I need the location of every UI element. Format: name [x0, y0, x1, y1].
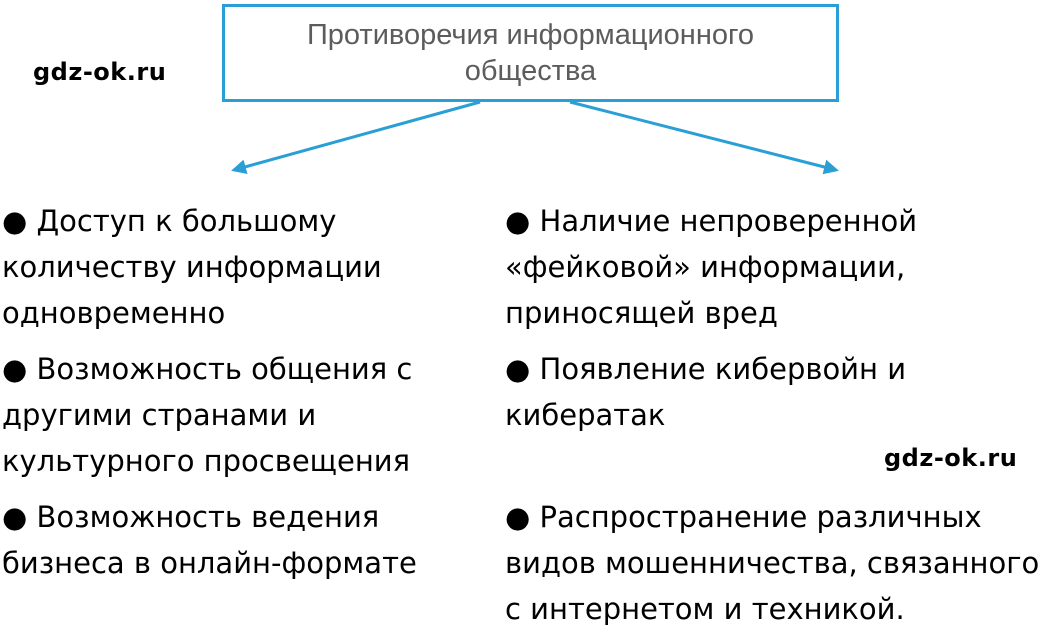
left-item-1: ● Доступ к большому количеству информаци…: [2, 198, 382, 336]
right-item-1-line-3: приносящей вред: [505, 296, 778, 330]
right-item-1: ● Наличие непроверенной «фейковой» инфор…: [505, 198, 917, 336]
right-item-3-line-3: с интернетом и техникой.: [505, 592, 905, 626]
right-item-1-line-2: «фейковой» информации,: [505, 250, 906, 284]
arrow-right: [569, 100, 839, 175]
left-item-3-line-1: ● Возможность ведения: [2, 500, 380, 534]
left-item-3: ● Возможность ведения бизнеса в онлайн-ф…: [2, 494, 417, 586]
title-line-2: общества: [464, 55, 597, 87]
title-box: Противоречия информационного общества: [222, 4, 839, 102]
left-item-2-line-3: культурного просвещения: [2, 444, 411, 478]
watermark-top: gdz-ok.ru: [33, 58, 167, 86]
left-item-2-line-2: другими странами и: [2, 398, 317, 432]
left-item-3-line-2: бизнеса в онлайн-формате: [2, 546, 417, 580]
right-item-3: ● Распространение различных видов мошенн…: [505, 494, 1039, 632]
watermark-bottom: gdz-ok.ru: [884, 444, 1018, 472]
left-item-2-line-1: ● Возможность общения с: [2, 352, 413, 386]
right-item-2-line-2: кибератак: [505, 398, 666, 432]
right-item-2: ● Появление кибервойн и кибератак: [505, 346, 906, 438]
title-line-1: Противоречия информационного: [306, 19, 755, 51]
title-text: Противоречия информационного общества: [307, 17, 754, 89]
left-item-1-line-1: ● Доступ к большому: [2, 204, 337, 238]
left-item-1-line-3: одновременно: [2, 296, 226, 330]
arrow-left: [231, 100, 481, 175]
right-item-1-line-1: ● Наличие непроверенной: [505, 204, 918, 238]
right-item-2-line-1: ● Появление кибервойн и: [505, 352, 907, 386]
arrows: [231, 100, 839, 175]
left-item-2: ● Возможность общения с другими странами…: [2, 346, 412, 484]
left-item-1-line-2: количеству информации: [2, 250, 382, 284]
right-item-3-line-2: видов мошенничества, связанного: [505, 546, 1040, 580]
right-item-3-line-1: ● Распространение различных: [505, 500, 982, 534]
